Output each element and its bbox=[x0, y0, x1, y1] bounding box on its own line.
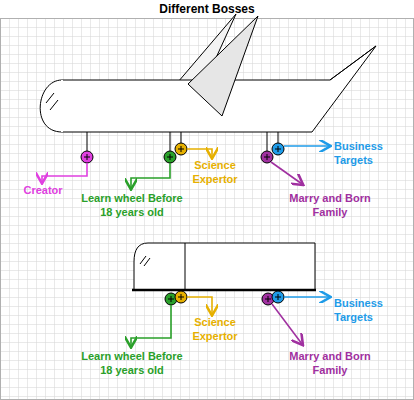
leader-line bbox=[187, 297, 212, 314]
airplane-leaders bbox=[42, 146, 329, 188]
callout-label: Business Targets bbox=[334, 139, 412, 167]
leader-line bbox=[187, 149, 212, 157]
diagram-title: Different Bosses bbox=[0, 2, 414, 16]
leader-line bbox=[131, 163, 170, 188]
callout-label: Learn wheel Before 18 years old bbox=[78, 349, 186, 377]
truck-wheels bbox=[165, 291, 284, 305]
leader-line bbox=[284, 296, 329, 298]
truck-body bbox=[134, 243, 315, 290]
leader-line bbox=[284, 145, 329, 147]
truck-leaders bbox=[131, 297, 329, 346]
callout-label: Business Targets bbox=[334, 296, 412, 324]
callout-label: Marry and Born Family bbox=[278, 349, 382, 377]
leader-line bbox=[272, 304, 302, 344]
wheel-crosses bbox=[84, 146, 281, 160]
truck bbox=[132, 243, 316, 290]
airplane-wheels bbox=[81, 143, 284, 163]
nose bbox=[40, 80, 62, 132]
tail-edge bbox=[330, 46, 376, 80]
leader-line bbox=[271, 162, 302, 184]
callout-label: Learn wheel Before 18 years old bbox=[78, 191, 186, 219]
leader-line bbox=[131, 305, 171, 346]
callout-label: Marry and Born Family bbox=[278, 191, 382, 219]
nose-join bbox=[61, 80, 63, 132]
callout-label: Creator bbox=[8, 183, 78, 197]
wing-front bbox=[188, 16, 258, 116]
callout-label: Science Expertor bbox=[186, 158, 244, 186]
callout-label: Science Expertor bbox=[186, 315, 244, 343]
airplane bbox=[40, 14, 376, 151]
wheel-crosses bbox=[168, 294, 281, 302]
leader-line bbox=[42, 163, 87, 182]
chassis bbox=[132, 289, 316, 292]
windshield bbox=[46, 93, 58, 110]
windshield bbox=[140, 256, 150, 266]
cab-divider bbox=[185, 243, 186, 290]
